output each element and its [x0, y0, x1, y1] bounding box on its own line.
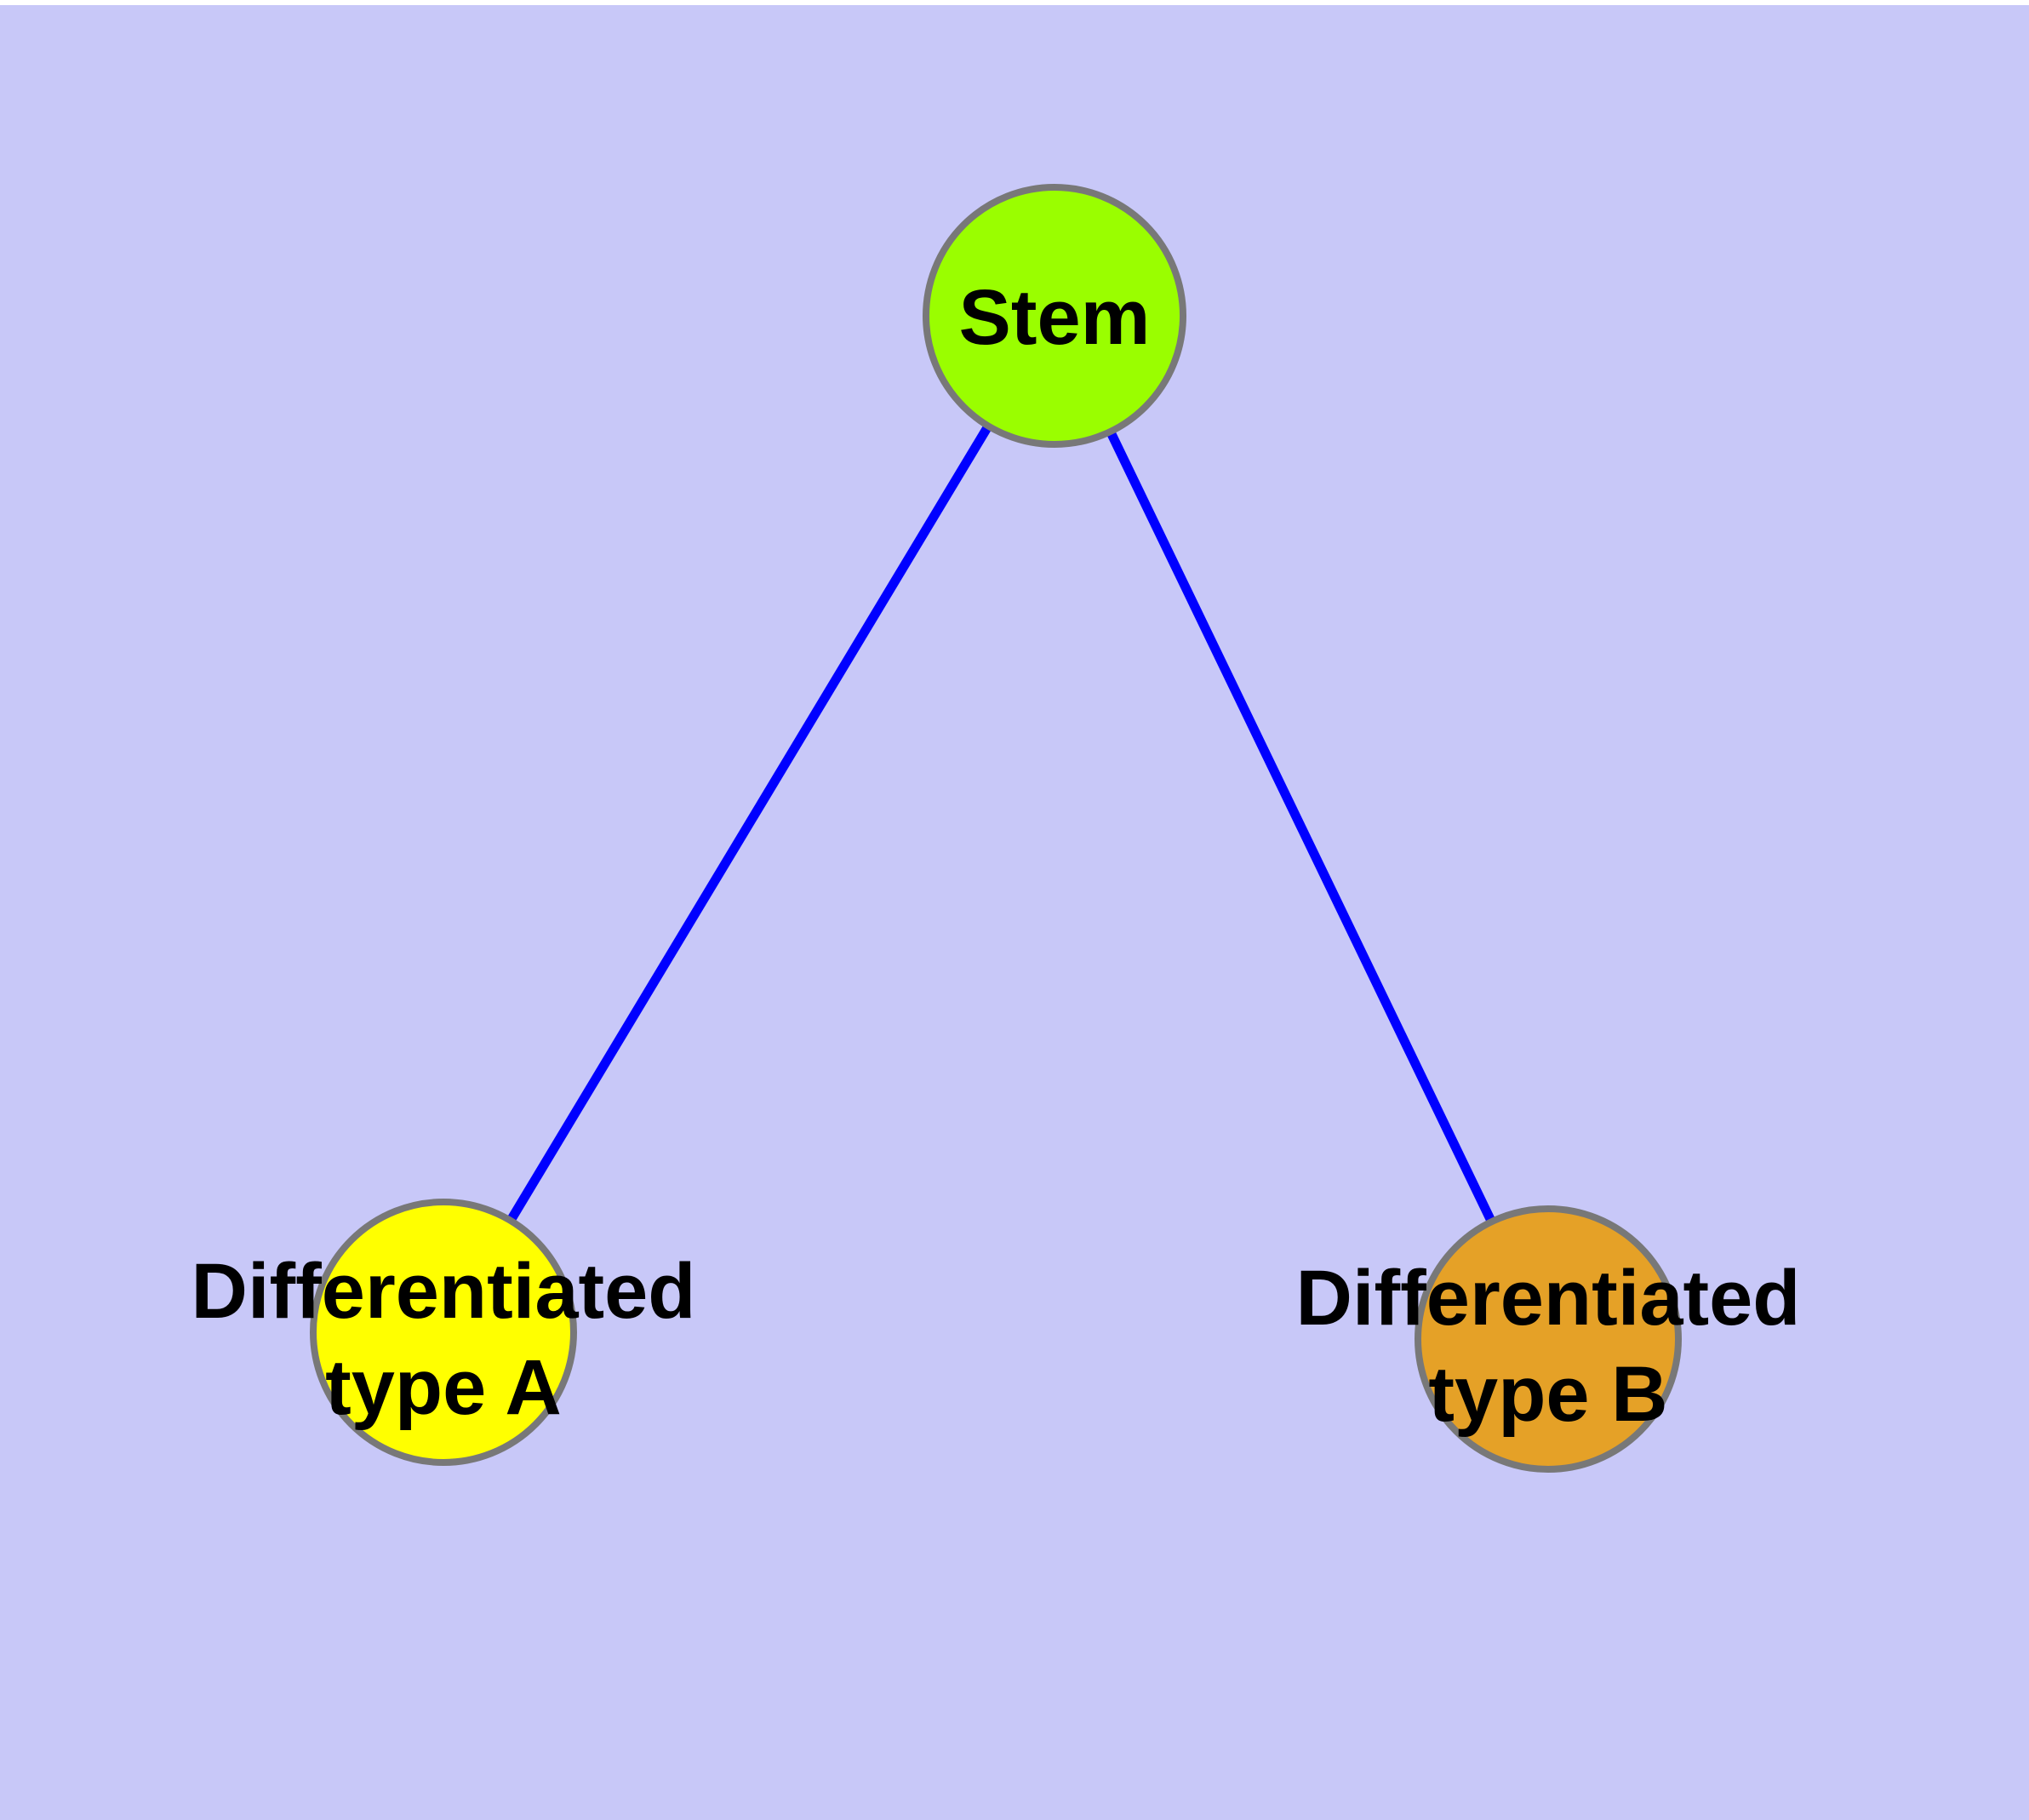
node-differentiated-type-a: [310, 1199, 577, 1466]
node-stem: [923, 184, 1186, 448]
node-stem-label: Stem: [959, 274, 1151, 361]
node-type-b-label-line1: Differentiated: [1296, 1255, 1801, 1342]
node-type-a-label-line1: Differentiated: [191, 1248, 696, 1335]
node-type-b-label-line2: type B: [1428, 1351, 1667, 1438]
node-differentiated-type-b: [1415, 1205, 1682, 1473]
node-type-a-label-line2: type A: [325, 1344, 562, 1431]
edge-stem-to-type-b: [1050, 313, 1552, 1342]
edge-stem-to-type-a: [439, 313, 1059, 1335]
top-margin-strip: [0, 0, 2029, 5]
